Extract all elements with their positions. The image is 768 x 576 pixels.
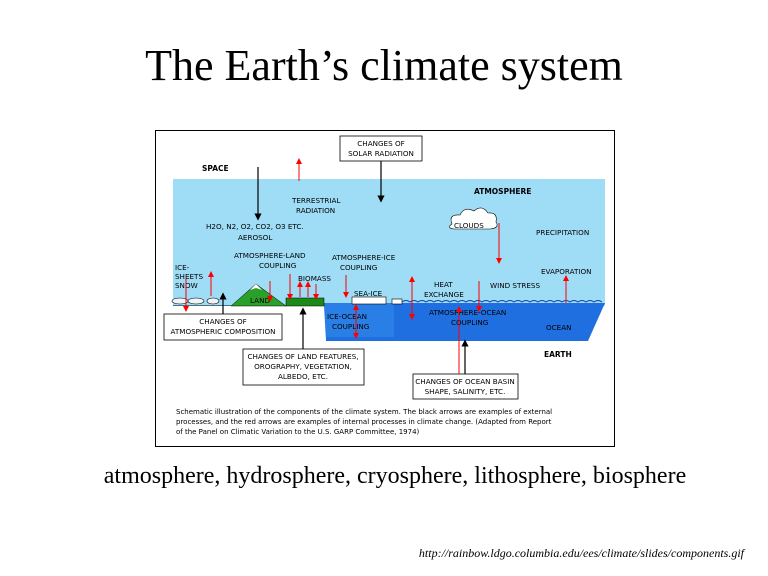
slide-subtitle: atmosphere, hydrosphere, cryosphere, lit… (103, 463, 687, 489)
atm-composition-label-1: CHANGES OF (199, 317, 246, 326)
ice-sheet-shapes (171, 297, 220, 305)
ice-ocean-region (324, 303, 394, 337)
ice-ocean-label-1: ICE-OCEAN (327, 312, 367, 321)
gases-label: H2O, N2, O2, CO2, O3 ETC. (206, 222, 304, 231)
atmos-ocean-label-1: ATMOSPHERE-OCEAN (429, 308, 506, 317)
wind-stress-label: WIND STRESS (490, 281, 540, 290)
clouds-shape (449, 207, 498, 230)
solar-changes-box (339, 135, 423, 162)
biomass-label: BIOMASS (298, 274, 331, 283)
sea-ice-label: SEA-ICE (354, 289, 383, 298)
solar-changes-label-2: SOLAR RADIATION (348, 149, 414, 158)
internal-process-arrows (183, 158, 569, 374)
biomass-strip (285, 297, 325, 307)
solar-changes-label-1: CHANGES OF (357, 139, 404, 148)
atmosphere-region (173, 179, 605, 306)
ice-sheets-label-1: ICE- (175, 263, 190, 272)
caption-line-3: of the Panel on Climatic Variation to th… (176, 428, 420, 436)
source-url: http://rainbow.ldgo.columbia.edu/ees/cli… (418, 546, 744, 560)
ocean-basin-box (412, 373, 519, 400)
terrestrial-label-2: RADIATION (296, 206, 335, 215)
ocean-basin-label-2: SHAPE, SALINITY, ETC. (425, 387, 506, 396)
sea-ice-slab-small (391, 298, 403, 305)
ice-sheets-label-2: SHEETS (175, 272, 203, 281)
earth-label: EARTH (544, 350, 572, 359)
ice-ocean-label-2: COUPLING (332, 322, 369, 331)
land-features-label-2: OROGRAPHY, VEGETATION, (254, 362, 352, 371)
diagram-svg: CHANGES OF SOLAR RADIATION CHANGES OF AT… (163, 135, 605, 436)
heat-exchange-label-2: EXCHANGE (424, 290, 464, 299)
ocean-label: OCEAN (546, 323, 572, 332)
slide-title: The Earth’s climate system (145, 41, 623, 90)
caption-line-1: Schematic illustration of the components… (176, 408, 552, 416)
atmos-land-label-1: ATMOSPHERE-LAND (234, 251, 306, 260)
atmos-land-label-2: COUPLING (259, 261, 296, 270)
atmos-ice-label-2: COUPLING (340, 263, 377, 272)
sea-ice-slab (351, 296, 387, 305)
ocean-waves (401, 300, 603, 303)
land-features-label-3: ALBEDO, ETC. (278, 372, 328, 381)
terrestrial-label-1: TERRESTRIAL (291, 196, 340, 205)
ocean-basin-label-1: CHANGES OF OCEAN BASIN (415, 377, 514, 386)
precipitation-label: PRECIPITATION (536, 228, 589, 237)
land-features-label-1: CHANGES OF LAND FEATURES, (247, 352, 358, 361)
atmos-ice-label-1: ATMOSPHERE-ICE (332, 253, 396, 262)
snow-cap (250, 284, 262, 290)
caption-line-2: processes, and the red arrows are exampl… (176, 418, 552, 426)
atm-composition-label-2: ATMOSPHERIC COMPOSITION (171, 327, 276, 336)
atmos-ocean-label-2: COUPLING (451, 318, 488, 327)
aerosol-label: AEROSOL (238, 233, 272, 242)
evaporation-label: EVAPORATION (541, 267, 592, 276)
space-label: SPACE (202, 164, 229, 173)
heat-exchange-label-1: HEAT (434, 280, 453, 289)
clouds-label: CLOUDS (454, 221, 484, 230)
ocean-region (324, 303, 605, 341)
land-label: LAND (250, 296, 270, 305)
climate-system-diagram: CHANGES OF SOLAR RADIATION CHANGES OF AT… (155, 130, 615, 447)
atmosphere-label: ATMOSPHERE (474, 187, 531, 196)
external-process-arrows (219, 161, 469, 374)
